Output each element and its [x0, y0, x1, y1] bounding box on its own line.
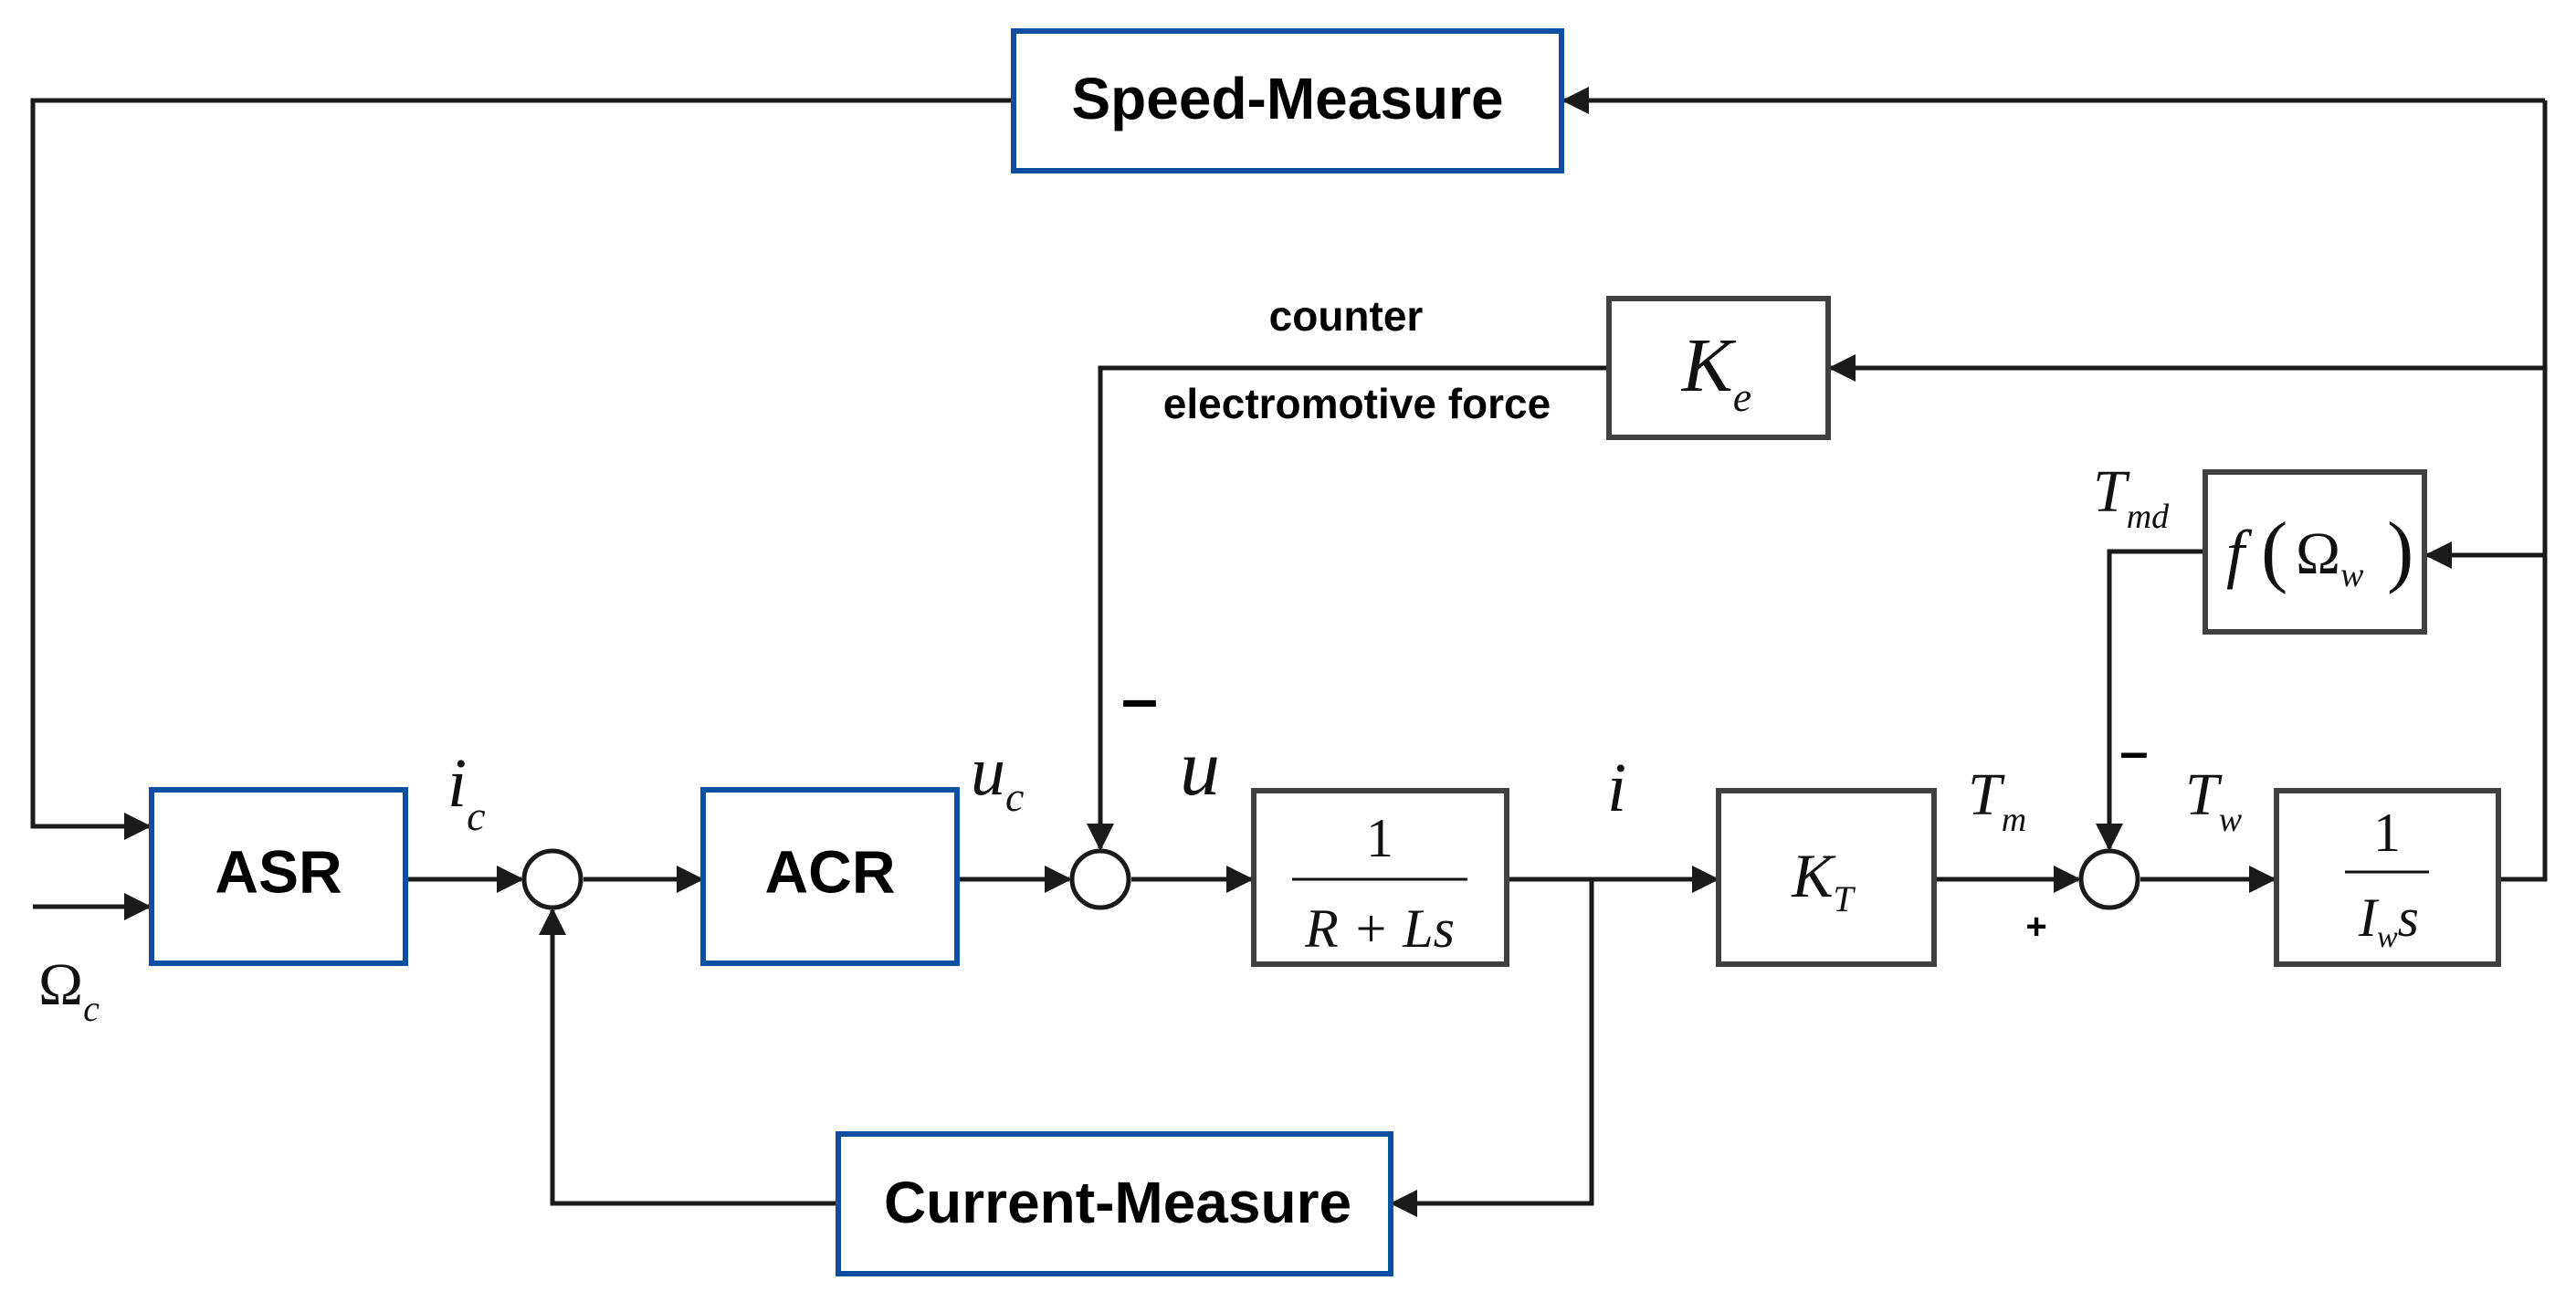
kt-sub: T: [1834, 878, 1856, 919]
signal-tmd-sub: md: [2127, 498, 2170, 536]
svg-text:Tmd: Tmd: [2093, 458, 2170, 536]
acr-block: ACR: [700, 787, 960, 966]
ke-main: K: [1681, 323, 1737, 408]
svg-text:Ke: Ke: [1681, 323, 1751, 420]
signal-omega-c-main: Ω: [38, 951, 83, 1018]
svg-text:KT: KT: [1791, 841, 1856, 919]
plant-numerator: 1: [1366, 808, 1393, 868]
counter-emf-label-line1: counter: [1269, 292, 1424, 340]
back-emf-line: [1087, 365, 1607, 851]
ke-block: Ke: [1606, 296, 1831, 440]
svg-text:Ωc: Ωc: [38, 951, 100, 1029]
asr-block: ASR: [149, 787, 408, 966]
svg-text:uc: uc: [971, 733, 1024, 820]
inertia-block: 1 Iws: [2274, 788, 2501, 967]
minus-sign-back-emf: –: [1121, 663, 1158, 736]
plant-transfer-block: 1 R + Ls: [1251, 788, 1509, 967]
speed-feedback-line-left: [30, 98, 1014, 840]
signal-i: i: [1607, 750, 1626, 826]
friction-close-paren: ): [2387, 507, 2413, 595]
counter-emf-label-line2: electromotive force: [1163, 380, 1551, 427]
asr-label: ASR: [215, 837, 342, 905]
current-measure-block: Current-Measure: [836, 1131, 1393, 1276]
friction-block: f ( Ωw ): [2203, 469, 2427, 635]
output-bus-line: [2498, 100, 2548, 882]
signal-tm-main: T: [1968, 761, 2005, 828]
current-measure-to-sum1-line: [539, 908, 838, 1206]
signal-omega-c-sub: c: [83, 988, 100, 1029]
svg-text:ic: ic: [447, 745, 486, 839]
friction-arg-main: Ω: [2296, 520, 2340, 587]
tmd-line: [2096, 549, 2203, 851]
inertia-den-sub: w: [2377, 920, 2398, 954]
sum-junction-current: [521, 848, 584, 910]
signal-uc-sub: c: [1005, 773, 1024, 820]
inertia-den-s: s: [2398, 887, 2419, 948]
svg-text:Iws: Iws: [2358, 887, 2419, 954]
friction-open-paren: (: [2261, 507, 2287, 595]
signal-tw-main: T: [2185, 761, 2223, 828]
speed-measure-block: Speed-Measure: [1011, 28, 1564, 173]
svg-text:Tm: Tm: [1968, 761, 2026, 839]
minus-sign-tmd: –: [2119, 722, 2148, 780]
plus-sign-tm: +: [2025, 907, 2046, 947]
speed-measure-label: Speed-Measure: [1071, 66, 1503, 131]
svg-text:Tw: Tw: [2185, 761, 2243, 839]
sum-junction-voltage: [1069, 848, 1131, 910]
signal-tm-sub: m: [2002, 801, 2026, 839]
ke-sub: e: [1733, 373, 1751, 420]
signal-tmd-main: T: [2093, 458, 2130, 525]
signal-u: u: [1180, 724, 1220, 813]
plant-denominator: R + Ls: [1304, 898, 1455, 959]
inertia-den-main: I: [2358, 887, 2380, 948]
acr-label: ACR: [765, 837, 896, 905]
friction-arg-sub: w: [2340, 556, 2364, 594]
inertia-numerator: 1: [2373, 803, 2401, 863]
signal-tw-sub: w: [2219, 801, 2243, 839]
kt-block: KT: [1716, 788, 1937, 967]
current-measure-label: Current-Measure: [884, 1170, 1351, 1235]
kt-main: K: [1791, 841, 1836, 910]
current-feedback-line: [1390, 879, 1594, 1217]
svg-text:Ωw: Ωw: [2296, 520, 2364, 594]
signal-uc-main: u: [971, 733, 1005, 810]
signal-ic-main: i: [447, 745, 467, 822]
sum-junction-torque: [2078, 848, 2140, 910]
signal-ic-sub: c: [467, 793, 485, 839]
